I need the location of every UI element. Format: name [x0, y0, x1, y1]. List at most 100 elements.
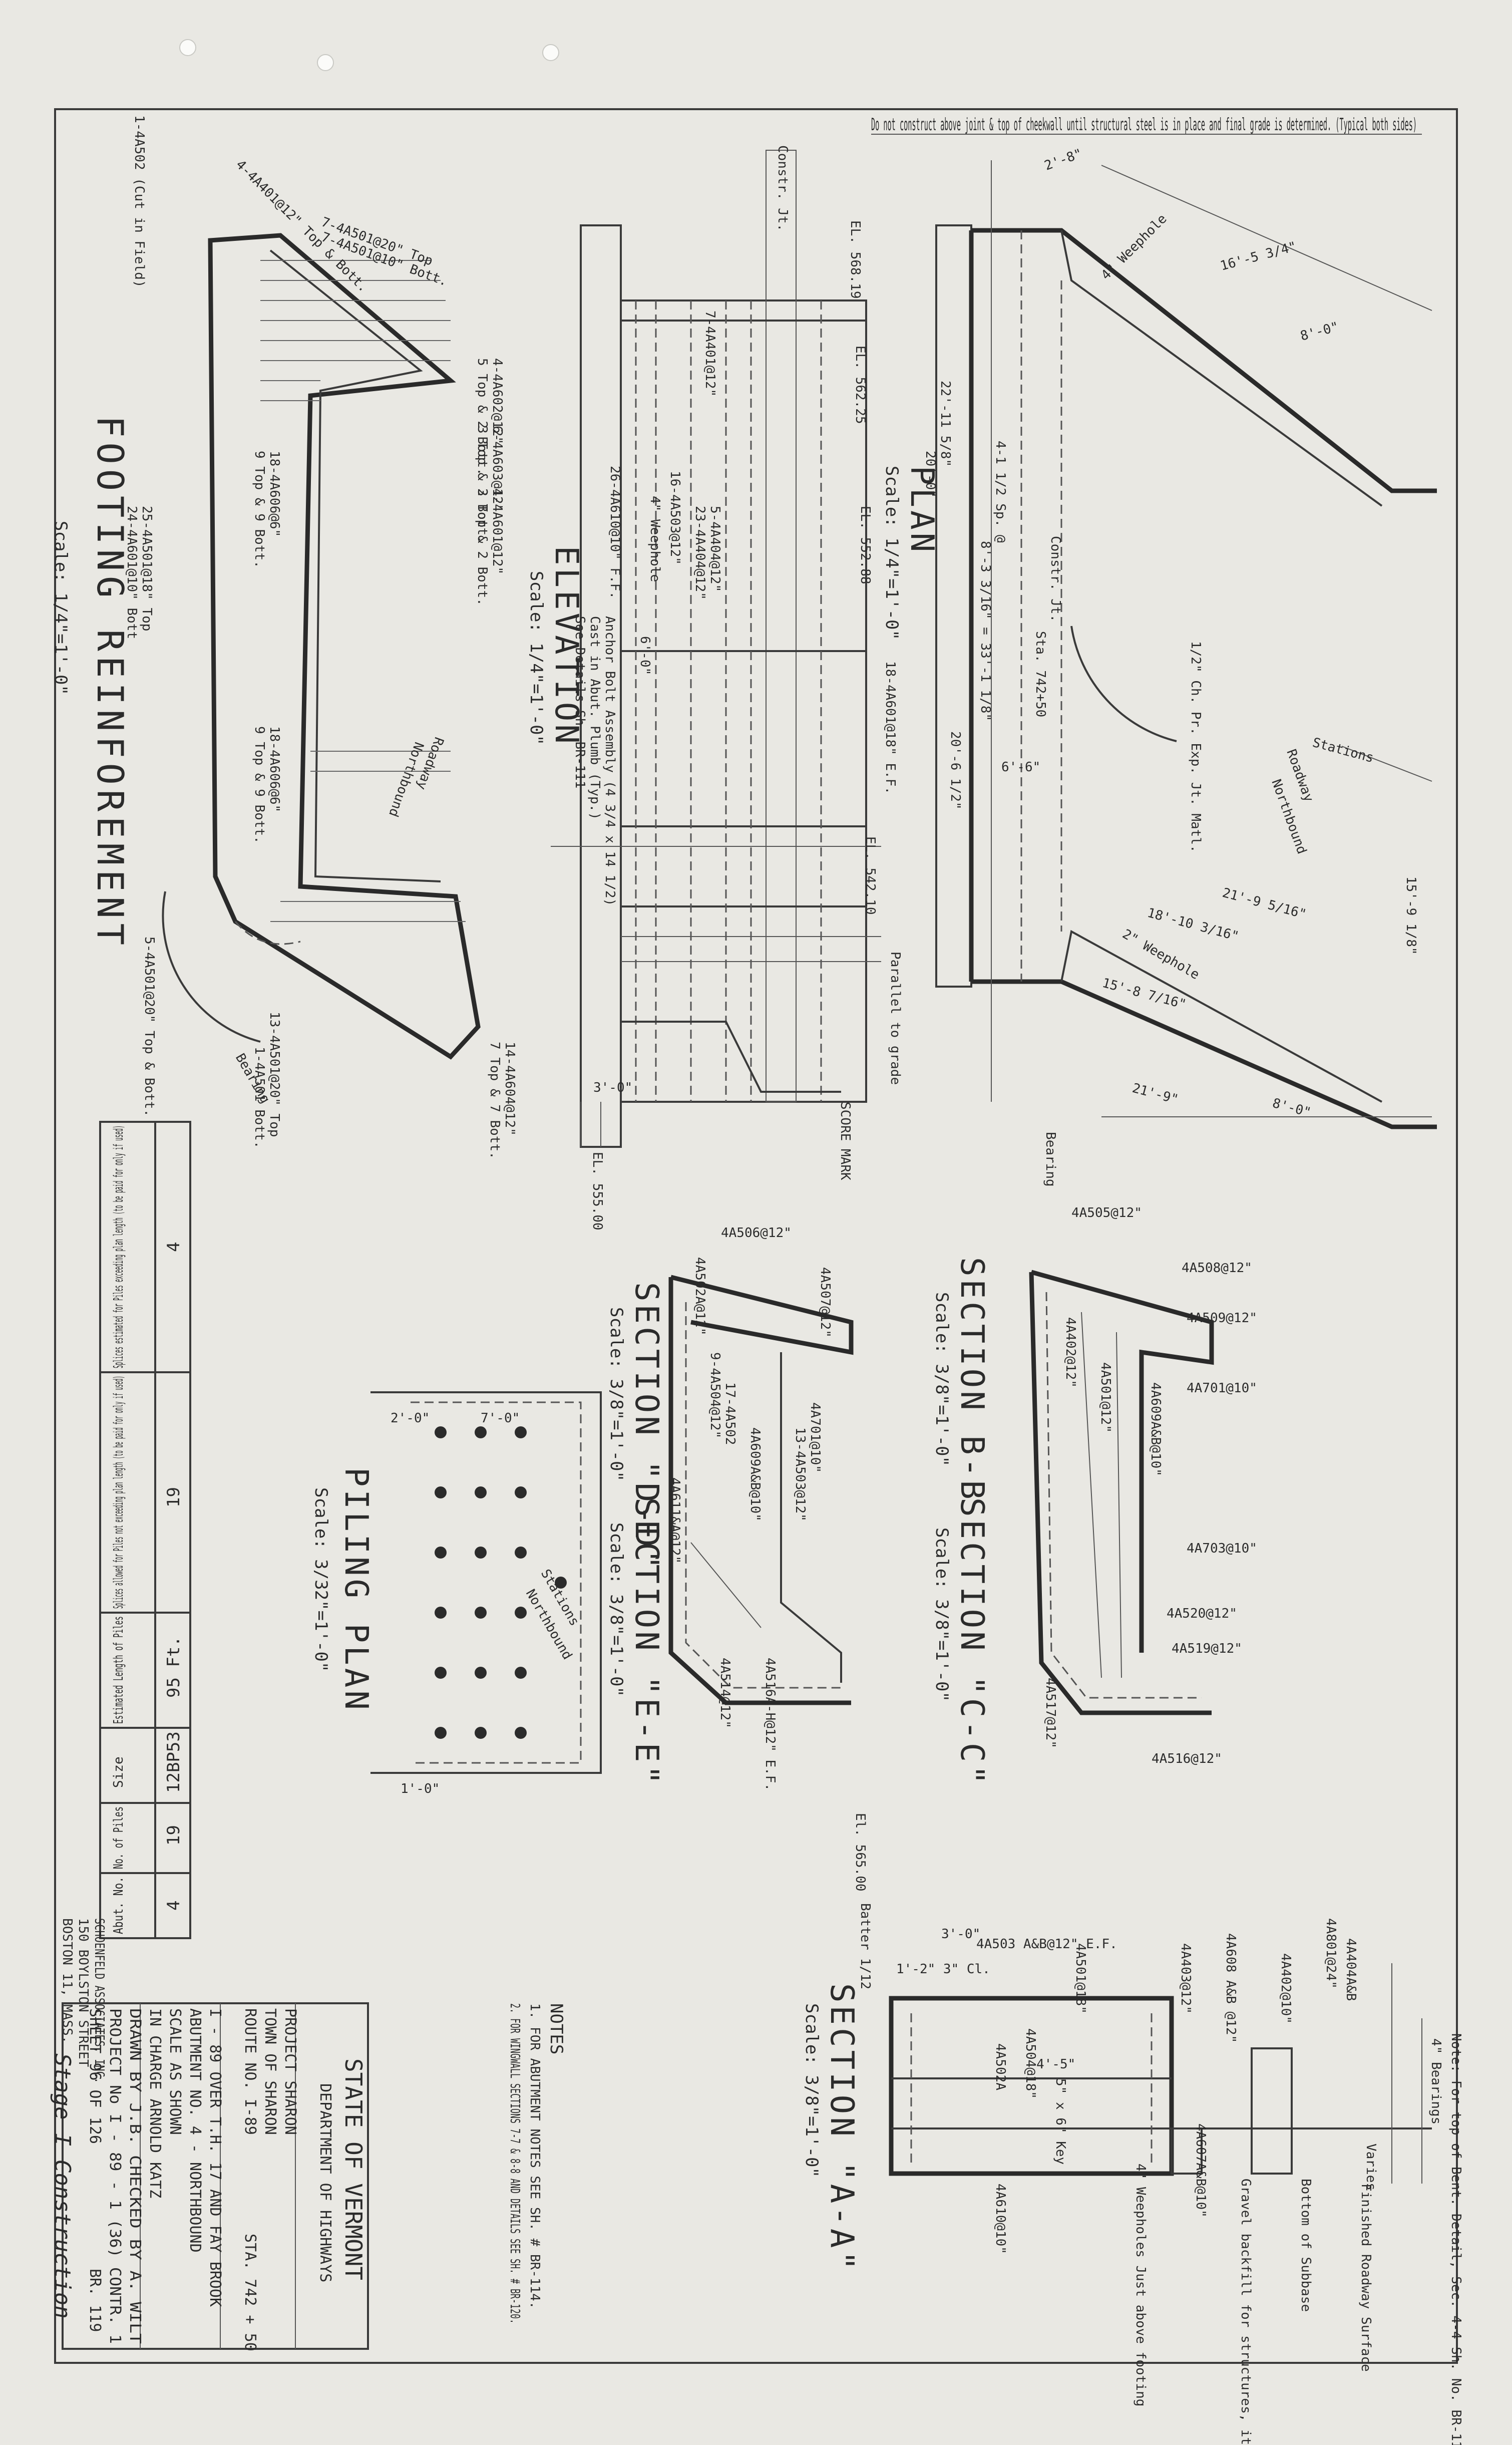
- section-cc-title: SECTION "C-C": [953, 1497, 990, 1787]
- piling-plan-title: PILING PLAN: [337, 1467, 374, 1713]
- elevation-title: ELEVATION: [548, 546, 585, 747]
- notes-heading: NOTES: [546, 2003, 566, 2054]
- section-label: 4A509@12": [1187, 1311, 1257, 1326]
- section-bb-scale: Scale: 3/8"=1'-0": [932, 1292, 952, 1466]
- section-label: 4A703@10": [1187, 1541, 1257, 1556]
- elevation-label: EL. 552.88: [858, 506, 873, 584]
- section-label: 4A801@24": [1323, 1918, 1338, 1989]
- piles-table: Abut. No. No. of Piles Size Estimated Le…: [99, 1121, 191, 1939]
- elevation-drawing: [551, 150, 881, 1148]
- piling-label: 2'-0": [391, 1411, 430, 1426]
- section-dd-ee-drawing: [668, 1275, 854, 1705]
- footing-label: 14-4A604@12": [502, 1042, 517, 1136]
- section-label: 4" Weepholes Just above footing: [1133, 2164, 1148, 2406]
- top-note: Do not construct above joint & top of ch…: [871, 115, 1417, 135]
- footing-label: 9 Top & 9 Bott.: [252, 451, 267, 568]
- section-label: 4A402@12": [1063, 1317, 1078, 1388]
- plan-label: 15'-9 1/8": [1403, 876, 1418, 955]
- plan-label: 16'-5 3/4": [1219, 239, 1298, 273]
- section-label: 4'-5": [1036, 2057, 1075, 2072]
- section-label: 4A403@12": [1178, 1943, 1193, 2014]
- section-label: 9-4A504@12": [707, 1352, 722, 1438]
- title-block-state: STATE OF VERMONT: [340, 2058, 367, 2280]
- section-label: 4A609A&B@10": [747, 1427, 763, 1521]
- section-label: 4A501@12": [1098, 1362, 1113, 1433]
- elevation-label: 4" Weephole: [647, 496, 662, 582]
- footing-label: 3 Top & 3 Bott.: [475, 426, 490, 543]
- designer-stamp-line: 150 BOYLSTON STREET: [76, 1918, 91, 2067]
- section-label: 4A504@18": [1023, 2028, 1038, 2099]
- footing-scale: Scale: 1/4"=1'-0": [51, 521, 71, 695]
- section-label: 4A701@10": [1187, 1381, 1257, 1396]
- title-block-br: BR. 119: [86, 2269, 104, 2332]
- punch-hole: [179, 39, 196, 56]
- plan-label: 18-4A601@18" E.F.: [883, 661, 898, 794]
- footing-label: 1-4A502 (Cut in Field): [132, 115, 147, 287]
- section-bb-cc-drawing: [1029, 1270, 1214, 1715]
- section-label: Bottom of Subbase: [1298, 2179, 1313, 2312]
- plan-drawing: [935, 160, 1437, 1129]
- plan-label: Constr. Jt.: [1048, 536, 1063, 622]
- elevation-label: 26-4A610@10" F.F.: [607, 466, 622, 599]
- piles-table-cell: 19: [164, 1825, 184, 1846]
- title-block-sheet: SHEET 96 OF 126: [86, 2008, 104, 2144]
- elevation-label: See Details Sh. BR-111: [572, 616, 587, 788]
- section-label: 4A517@12": [1043, 1678, 1058, 1748]
- piles-table-cell: 19: [164, 1487, 184, 1507]
- piles-table-header: Abut. No.: [111, 1877, 126, 1934]
- footing-label: 7 Top & 7 Bott.: [487, 1042, 502, 1159]
- section-label: 4A502A: [993, 2043, 1008, 2090]
- section-dd-title: SECTION "D-D": [628, 1282, 665, 1572]
- section-aa-drawing: [889, 1963, 1432, 2184]
- plan-label: 20'-6 1/2": [948, 731, 963, 810]
- elevation-label: EL. 555.00: [590, 1152, 605, 1231]
- section-label: 4A505@12": [1071, 1205, 1142, 1220]
- footing-label: 6-4A603@12": [490, 426, 505, 512]
- title-block: STATE OF VERMONT DEPARTMENT OF HIGHWAYS …: [50, 2002, 369, 2351]
- punch-hole: [317, 54, 334, 71]
- plan-label: 8'-0": [1299, 320, 1340, 344]
- section-labels: 4A506@12" 4A502A@12" 4A507@12" 4A701@10"…: [667, 1205, 1463, 2445]
- footing-label: 1-4A501 Bott.: [252, 1047, 267, 1149]
- elevation-label: 6'-0": [637, 636, 652, 675]
- section-ee-scale: Scale: 3/8"=1'-0": [606, 1522, 626, 1697]
- footing-label: 25-4A501@18" Top: [139, 506, 154, 631]
- piling-labels: Stations Northbound 2'-0" 7'-0" 1'-0": [391, 1411, 582, 1796]
- section-label: 4A506@12": [721, 1226, 792, 1241]
- title-block-project: PROJECT SHARON: [281, 2008, 299, 2135]
- plan-label: Sta. 742+50: [1033, 631, 1048, 717]
- piles-table-cell: 4: [164, 1242, 184, 1252]
- plan-label: 2" Weephole: [1120, 927, 1202, 983]
- section-label: 4A508@12": [1182, 1261, 1252, 1276]
- elevation-label: 7-4A401@12": [702, 311, 717, 397]
- elevation-label: 5-4A404@12": [707, 506, 722, 592]
- piles-table-cell: 95 Ft.: [164, 1636, 184, 1698]
- piles-table-header: Size: [111, 1756, 126, 1788]
- notes-block: NOTES 1. FOR ABUTMENT NOTES SEE SH. # BR…: [507, 2003, 566, 2324]
- section-label: 4A516A-H@12" E.F.: [763, 1658, 778, 1791]
- section-label: 4A404A&B: [1343, 1938, 1358, 2001]
- plan-label: 21'-9": [1130, 1081, 1180, 1107]
- plan-label: 1/2" Ch. Pr. Exp. Jt. Matl.: [1188, 641, 1203, 853]
- elevation-label: Cast in Abut. Plumb (Typ.): [587, 616, 602, 820]
- footing-label: 18-4A606@6": [267, 726, 282, 812]
- section-label: 4A514@12": [717, 1658, 732, 1728]
- elevation-label: 23-4A404@12": [692, 506, 707, 600]
- title-block-description-1: I - 89 OVER T.H. 17 AND FAY BROOK: [206, 2008, 224, 2307]
- section-label: Finished Roadway Surface: [1358, 2184, 1373, 2372]
- footing-label: 5-4A501@20" Top & Bott.: [142, 937, 157, 1117]
- title-block-town: TOWN OF SHARON: [261, 2008, 279, 2135]
- plan-label: 4" Weephole: [1098, 211, 1170, 283]
- footing-label: 4-4A601@12": [490, 488, 505, 574]
- piles-table-header: Splices estimated for Piles exceeding pl…: [111, 1125, 126, 1368]
- section-label: 4A607A&B@10": [1193, 2123, 1208, 2218]
- section-label: 4A502A@12": [692, 1257, 707, 1336]
- footing-reinforcement-drawing: [162, 233, 481, 1060]
- plan-label: 4-1 1/2 Sp. @: [993, 441, 1008, 543]
- plan-label: Bearing: [1043, 1132, 1058, 1187]
- title-block-description-2: ABUTMENT NO. 4 - NORTHBOUND: [186, 2008, 204, 2253]
- elevation-label: EL. 542.10: [863, 836, 878, 915]
- piles-table-cell: 4: [164, 1901, 184, 1911]
- section-bb-title: SECTION B-B: [953, 1257, 990, 1502]
